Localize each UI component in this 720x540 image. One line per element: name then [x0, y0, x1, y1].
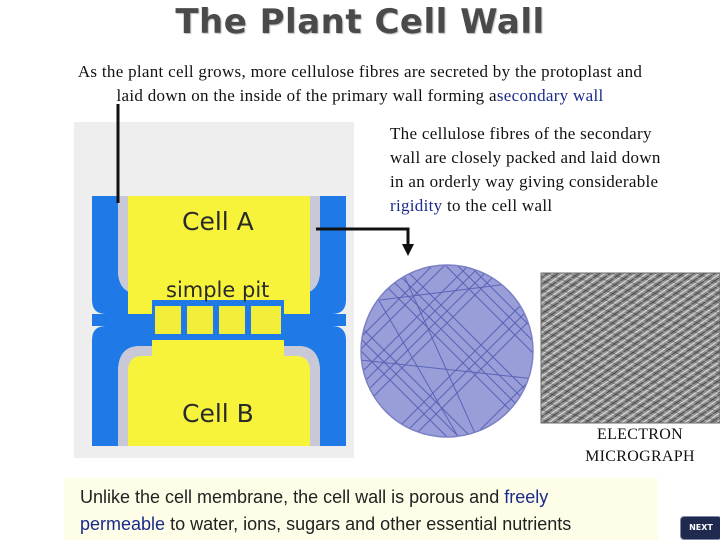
intro-line-2: laid down on the inside of the primary w…	[10, 84, 710, 108]
micrograph-label: ELECTRON MICROGRAPH	[566, 424, 714, 468]
cell-b-primary-wall-right	[284, 326, 346, 446]
permeable-term: permeable	[80, 514, 166, 534]
cell-b-secondary-wall-left	[118, 346, 152, 446]
cell-a-label: Cell A	[182, 207, 254, 236]
intro-line-2-text: laid down on the inside of the primary w…	[116, 86, 497, 105]
cell-b	[92, 326, 346, 446]
micrograph-label-line-1: ELECTRON	[597, 426, 683, 443]
rigidity-pointer-arrowhead	[402, 244, 414, 256]
simple-pit-row	[92, 300, 346, 340]
fibre-disc-outline	[360, 264, 534, 438]
intro-line-1: As the plant cell grows, more cellulose …	[77, 62, 643, 81]
pit-3	[219, 306, 245, 334]
permeability-note: Unlike the cell membrane, the cell wall …	[80, 484, 680, 538]
permeability-line-2: permeable to water, ions, sugars and oth…	[80, 511, 680, 538]
micrograph-cross-texture	[541, 273, 720, 423]
cell-b-secondary-wall-right	[284, 346, 320, 446]
cell-a	[92, 196, 346, 314]
cell-b-label: Cell B	[182, 399, 254, 428]
note-line-4: rigidity to the cell wall	[390, 194, 720, 218]
pit-2	[187, 306, 213, 334]
note-line-3: in an orderly way giving considerable	[390, 172, 659, 191]
cell-a-primary-wall-right	[284, 196, 346, 314]
cell-b-primary-wall-left	[92, 326, 152, 446]
cellulose-fibre-disc	[360, 264, 534, 438]
cell-b-fill	[128, 326, 310, 446]
rigidity-term: rigidity	[390, 196, 443, 215]
intro-text: As the plant cell grows, more cellulose …	[10, 60, 710, 108]
permeability-line-1: Unlike the cell membrane, the cell wall …	[80, 484, 680, 511]
page-title: The Plant Cell Wall	[175, 2, 545, 42]
cell-a-primary-wall-left	[92, 196, 152, 314]
pit-1	[155, 306, 181, 334]
permeability-part-1: Unlike the cell membrane, the cell wall …	[80, 487, 505, 507]
next-button[interactable]: NEXT	[680, 516, 720, 540]
cell-a-secondary-wall-right	[284, 196, 320, 294]
note-line-2: wall are closely packed and laid down	[390, 148, 661, 167]
permeability-part-2: to water, ions, sugars and other essenti…	[165, 514, 572, 534]
micrograph-border	[540, 272, 720, 424]
secondary-wall-term: secondary wall	[496, 86, 604, 105]
electron-micrograph	[540, 272, 720, 424]
note-line-4-rest: to the cell wall	[442, 196, 553, 215]
cell-a-fill	[128, 196, 310, 314]
fibre-disc-background	[361, 265, 533, 437]
simple-pit-label: simple pit	[166, 278, 269, 302]
cell-a-secondary-wall-left	[118, 196, 152, 294]
freely-term: freely	[504, 487, 549, 507]
note-line-1: The cellulose fibres of the secondary	[390, 124, 652, 143]
pit-4	[251, 306, 281, 334]
secondary-wall-description: The cellulose fibres of the secondary wa…	[390, 122, 720, 218]
micrograph-label-line-2: MICROGRAPH	[585, 448, 695, 465]
bottom-note-background	[64, 478, 658, 540]
rigidity-pointer	[316, 227, 410, 246]
